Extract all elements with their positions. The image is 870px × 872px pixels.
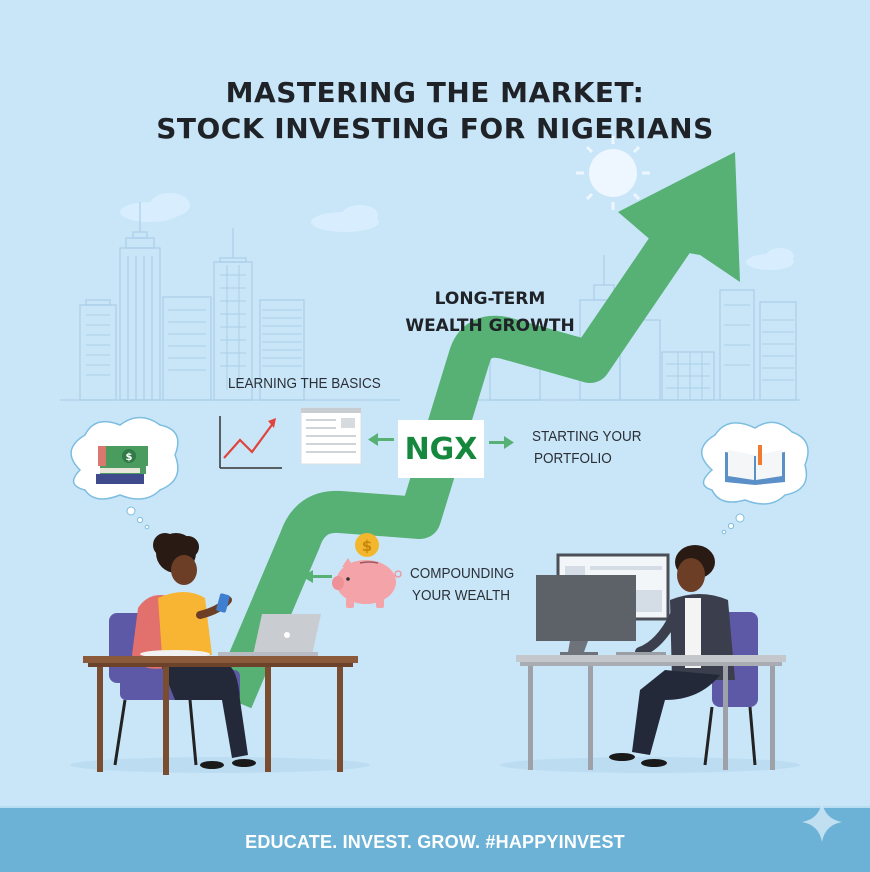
arrow-left-icon [368, 433, 394, 446]
label-compounding-1: COMPOUNDING [410, 565, 515, 582]
sparkle-icon [802, 802, 842, 842]
coin-icon: $ [362, 537, 372, 555]
ngx-logo: NGX [398, 420, 484, 478]
money-books-icon: $ [96, 446, 148, 484]
label-starting-portfolio-1: STARTING YOUR [532, 428, 642, 445]
document-icon [300, 407, 362, 465]
cloud-icon [120, 193, 794, 270]
student-with-laptop-illustration [83, 533, 358, 775]
sun-icon [576, 136, 650, 210]
investor-at-computer-illustration [516, 545, 786, 770]
label-learning-basics: LEARNING THE BASICS [228, 375, 381, 392]
line-chart-icon [219, 416, 282, 469]
city-skyline-left [60, 202, 400, 401]
page-title-line-1: MASTERING THE MARKET: [225, 76, 645, 109]
page-title-line-2: STOCK INVESTING FOR NIGERIANS [156, 112, 714, 145]
arrow-right-icon [489, 436, 514, 449]
thought-bubble-right [701, 421, 809, 535]
open-book-icon [725, 445, 785, 485]
thought-bubble-left: $ [70, 416, 179, 530]
svg-text:$: $ [126, 452, 133, 463]
footer-tagline: EDUCATE. INVEST. GROW. #HAPPYINVEST [245, 832, 625, 852]
label-starting-portfolio-2: PORTFOLIO [534, 450, 612, 467]
footer-banner: EDUCATE. INVEST. GROW. #HAPPYINVEST [0, 806, 870, 872]
piggy-bank-icon: $ [332, 533, 402, 608]
arrow-left-icon [302, 570, 332, 583]
label-long-term: LONG-TERM [434, 289, 546, 309]
label-wealth-growth: WEALTH GROWTH [405, 316, 575, 336]
label-compounding-2: YOUR WEALTH [412, 587, 511, 604]
